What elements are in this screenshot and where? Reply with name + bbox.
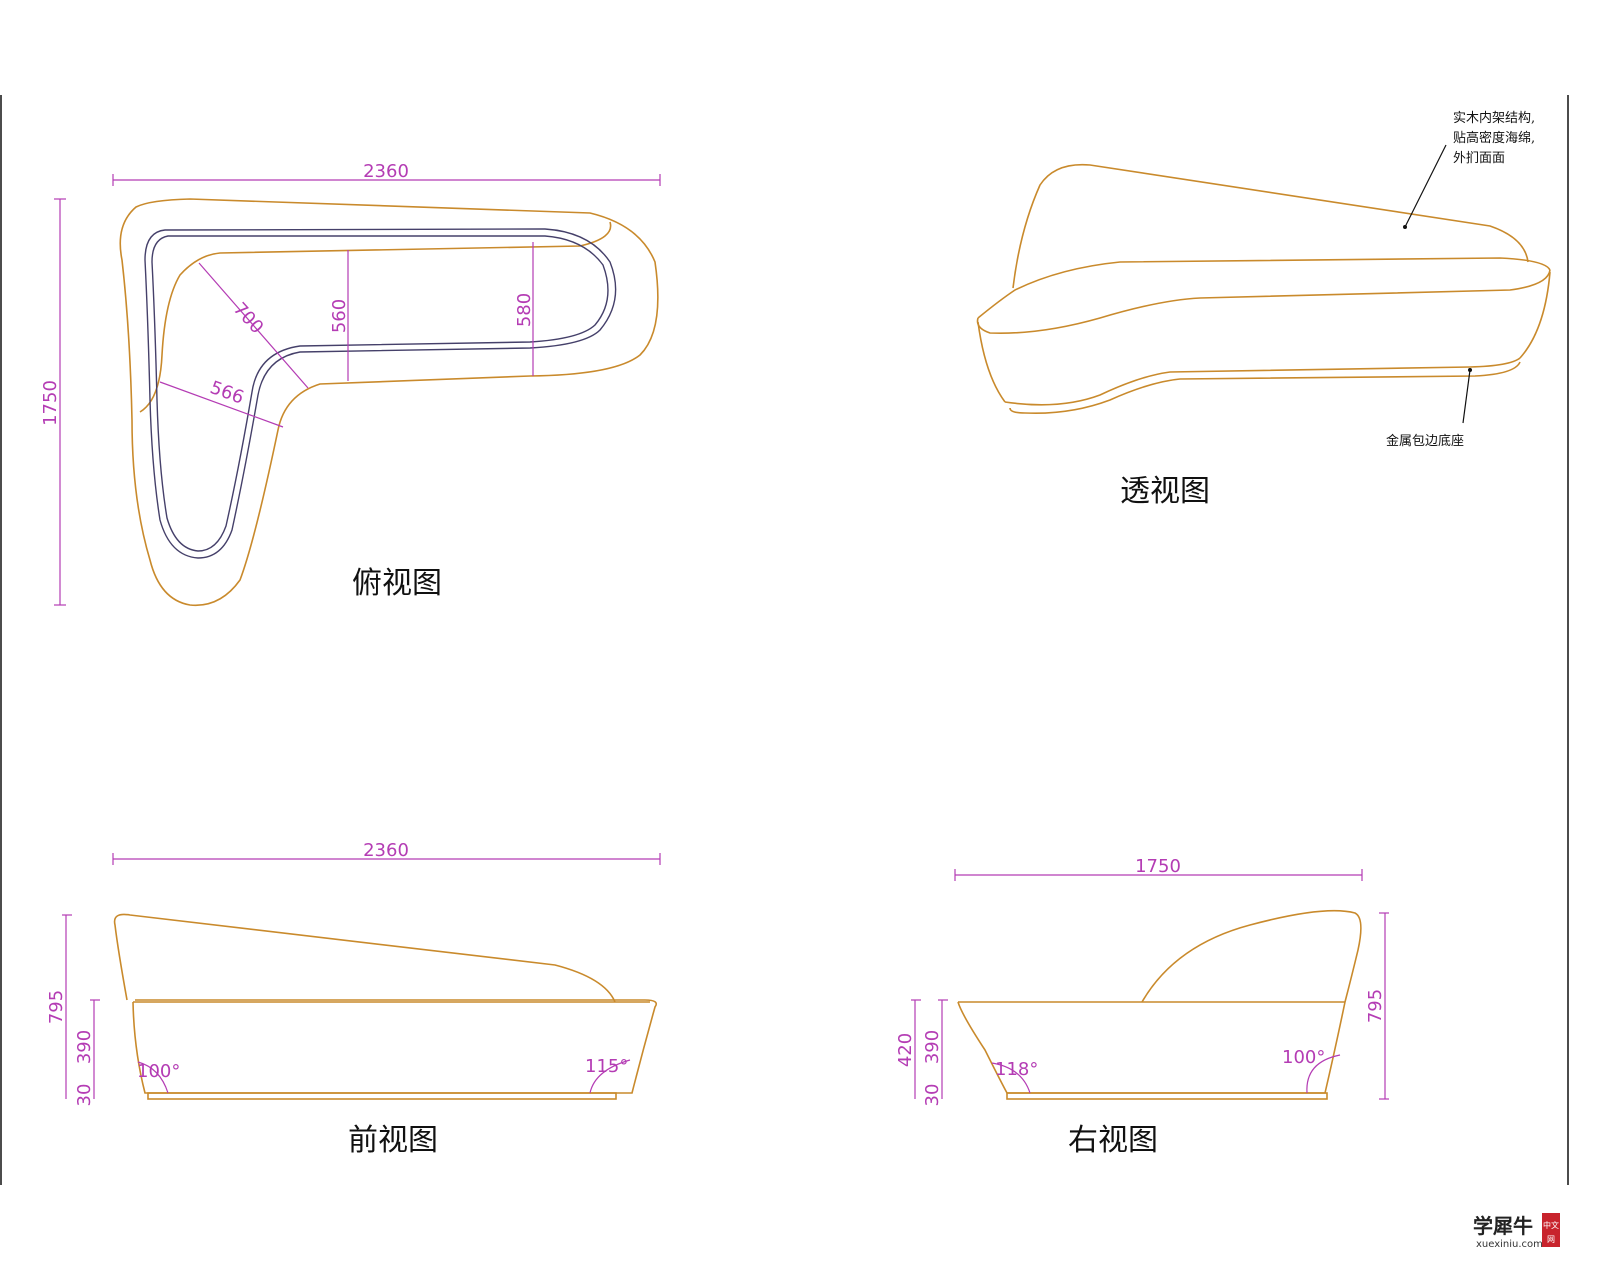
right-angle-left-arc bbox=[991, 1062, 1031, 1094]
site-logo: 学犀牛 xuexiniu.com 中文 网 bbox=[1473, 1213, 1560, 1250]
top-view-outer-outline bbox=[119, 198, 659, 607]
top-dim-566-text: 566 bbox=[207, 377, 246, 408]
top-dim-depth-text: 1750 bbox=[40, 380, 61, 426]
front-backrest bbox=[113, 913, 616, 1003]
perspective-backrest bbox=[1012, 163, 1529, 289]
perspective-view: 实木内架结构, 贴高密度海绵, 外扪面面 金属包边底座 透视图 bbox=[976, 110, 1551, 509]
right-view: 1750 795 420 390 30 118° 100° 右视图 bbox=[895, 856, 1389, 1158]
front-dim-390-text: 390 bbox=[74, 1030, 95, 1064]
structure-note-line-1: 实木内架结构, bbox=[1453, 110, 1535, 126]
front-view: 2360 795 390 30 100° 115° 前视图 bbox=[46, 840, 661, 1158]
top-dim-700-line bbox=[198, 262, 309, 389]
base-note-dot bbox=[1468, 368, 1472, 372]
right-angle-right-arc bbox=[1306, 1054, 1341, 1094]
right-base bbox=[1006, 1092, 1328, 1100]
right-dim-420-text: 420 bbox=[895, 1033, 916, 1067]
logo-tag-line-2: 网 bbox=[1547, 1235, 1555, 1244]
front-dim-30-text: 30 bbox=[74, 1084, 95, 1107]
top-dim-560-text: 560 bbox=[329, 299, 350, 333]
top-view-seat-outer bbox=[144, 228, 617, 559]
perspective-view-label: 透视图 bbox=[1120, 474, 1210, 509]
front-dim-795-text: 795 bbox=[46, 990, 67, 1024]
right-dim-width-text: 1750 bbox=[1135, 856, 1181, 877]
structure-note-line-2: 贴高密度海绵, bbox=[1453, 130, 1535, 146]
front-angle-left-text: 100° bbox=[137, 1061, 180, 1082]
front-angle-right-arc bbox=[589, 1059, 631, 1094]
top-view: 2360 1750 700 560 580 566 俯视图 bbox=[40, 161, 661, 607]
base-note-leader bbox=[1462, 369, 1471, 424]
front-view-label: 前视图 bbox=[348, 1123, 438, 1158]
structure-note-dot bbox=[1403, 225, 1407, 229]
top-view-seat-inner bbox=[151, 235, 609, 552]
perspective-body-bottom bbox=[1004, 357, 1521, 406]
front-body bbox=[132, 999, 658, 1094]
logo-tag-box bbox=[1542, 1213, 1560, 1247]
logo-site: xuexiniu.com bbox=[1476, 1239, 1543, 1250]
logo-name: 学犀牛 bbox=[1473, 1214, 1533, 1238]
perspective-body-left bbox=[977, 321, 1006, 403]
perspective-seat-top bbox=[977, 257, 1551, 319]
front-angle-right-text: 115° bbox=[585, 1056, 628, 1077]
top-view-label: 俯视图 bbox=[352, 566, 442, 601]
structure-note-leader bbox=[1404, 144, 1447, 228]
top-dim-566-line bbox=[159, 381, 284, 428]
right-backrest bbox=[1141, 909, 1362, 1003]
right-view-label: 右视图 bbox=[1068, 1123, 1158, 1158]
perspective-body-right bbox=[1519, 271, 1551, 359]
top-dim-width-text: 2360 bbox=[363, 161, 409, 182]
base-note-text: 金属包边底座 bbox=[1386, 433, 1464, 449]
perspective-seat-front-edge bbox=[976, 269, 1551, 335]
structure-note-line-3: 外扪面面 bbox=[1453, 151, 1505, 166]
right-body bbox=[957, 1001, 1346, 1094]
front-angle-left-arc bbox=[137, 1061, 169, 1094]
top-view-backrest-inner bbox=[139, 221, 612, 413]
front-dim-width-text: 2360 bbox=[363, 840, 409, 861]
logo-tag-line-1: 中文 bbox=[1543, 1220, 1559, 1230]
front-base bbox=[147, 1092, 617, 1100]
right-dim-795-text: 795 bbox=[1365, 989, 1386, 1023]
right-dim-30-text: 30 bbox=[922, 1084, 943, 1107]
right-angle-left-text: 118° bbox=[995, 1059, 1038, 1080]
right-angle-right-text: 100° bbox=[1282, 1047, 1325, 1068]
perspective-base bbox=[1009, 361, 1521, 415]
top-dim-580-text: 580 bbox=[514, 293, 535, 327]
right-dim-390-text: 390 bbox=[922, 1030, 943, 1064]
